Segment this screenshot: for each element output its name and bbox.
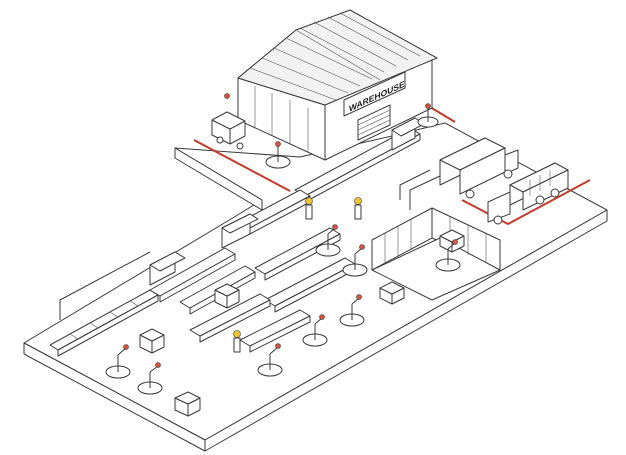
box-stack	[379, 281, 405, 305]
workers	[233, 197, 362, 353]
warehouse-building: WAREHOUSE	[237, 9, 438, 161]
box-stacks	[139, 229, 465, 417]
worker	[233, 330, 241, 353]
box-truck	[439, 137, 519, 199]
box-stack	[439, 229, 465, 253]
robot-arms	[105, 103, 461, 395]
robot-arm	[137, 362, 163, 395]
box-stack	[214, 283, 240, 309]
assembly-conveyor-lower	[189, 293, 311, 353]
forklift	[211, 93, 246, 150]
cargo-truck	[487, 162, 569, 225]
robot-arm	[342, 244, 368, 277]
inclined-conveyor	[49, 289, 159, 357]
robot-arm	[417, 103, 439, 128]
railings	[59, 169, 441, 320]
robot-arm	[315, 224, 341, 257]
robot-arm	[435, 239, 461, 272]
assembly-conveyor-left	[149, 247, 256, 315]
worker	[305, 197, 313, 220]
caged-storage-area	[371, 207, 501, 301]
robot-arm	[265, 141, 291, 169]
box-stack	[139, 328, 165, 354]
robot-arm	[339, 294, 365, 327]
worker	[354, 197, 362, 220]
robot-arm	[302, 314, 328, 347]
box-stack	[174, 391, 201, 417]
robot-arm	[105, 344, 131, 379]
robot-arm	[257, 343, 283, 377]
container-units	[149, 117, 425, 286]
